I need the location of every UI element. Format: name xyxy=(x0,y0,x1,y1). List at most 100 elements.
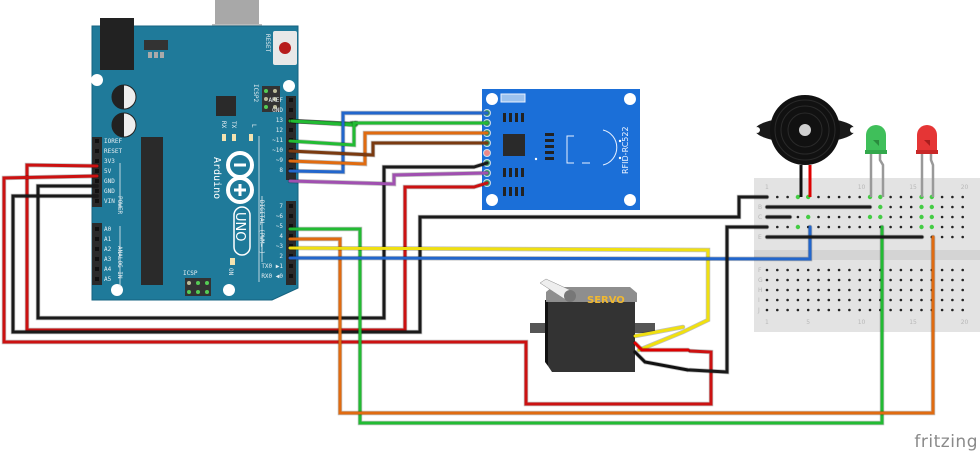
breadboard-hole[interactable] xyxy=(961,268,964,272)
breadboard-hole[interactable] xyxy=(889,195,892,199)
breadboard-hole[interactable] xyxy=(827,225,831,229)
breadboard-hole[interactable] xyxy=(940,235,944,239)
wire-d3-servo[interactable] xyxy=(288,246,710,352)
breadboard-hole[interactable] xyxy=(940,205,944,209)
analog-pin[interactable] xyxy=(95,237,99,241)
breadboard-hole[interactable] xyxy=(951,288,954,292)
wire-d5-greenled[interactable] xyxy=(288,225,884,425)
breadboard-hole[interactable] xyxy=(951,308,954,312)
breadboard-hole[interactable] xyxy=(858,225,861,229)
breadboard-hole[interactable] xyxy=(786,225,789,229)
breadboard-hole[interactable] xyxy=(837,308,841,312)
breadboard-hole[interactable] xyxy=(837,225,841,229)
breadboard-hole[interactable] xyxy=(868,225,872,229)
digital-pin[interactable] xyxy=(289,204,293,208)
breadboard-hole[interactable] xyxy=(837,268,841,272)
wire-d10-sda[interactable] xyxy=(288,111,489,174)
breadboard-hole[interactable] xyxy=(951,195,954,199)
breadboard-hole[interactable] xyxy=(796,308,800,312)
breadboard-hole[interactable] xyxy=(776,225,779,229)
breadboard-hole[interactable] xyxy=(951,235,954,239)
breadboard-hole[interactable] xyxy=(889,308,892,312)
breadboard-hole[interactable] xyxy=(951,268,954,272)
breadboard-hole[interactable] xyxy=(889,225,892,229)
wire-d13-sck[interactable] xyxy=(288,121,489,147)
breadboard-hole[interactable] xyxy=(868,288,872,292)
breadboard-hole[interactable] xyxy=(817,308,820,312)
breadboard-hole[interactable] xyxy=(837,215,841,219)
servo-lead-red[interactable] xyxy=(633,341,690,352)
breadboard-hole[interactable] xyxy=(786,268,789,272)
breadboard-hole[interactable] xyxy=(909,278,913,282)
breadboard-hole[interactable] xyxy=(961,308,964,312)
breadboard-hole[interactable] xyxy=(765,268,769,272)
breadboard-hole[interactable] xyxy=(951,225,954,229)
breadboard-hole[interactable] xyxy=(951,278,954,282)
breadboard-hole[interactable] xyxy=(796,288,800,292)
breadboard-hole[interactable] xyxy=(776,288,779,292)
digital-pin[interactable] xyxy=(289,234,293,238)
breadboard-hole[interactable] xyxy=(806,288,810,292)
breadboard-hole[interactable] xyxy=(951,298,954,302)
breadboard-hole[interactable] xyxy=(848,308,851,312)
breadboard-hole[interactable] xyxy=(889,278,892,282)
analog-pin[interactable] xyxy=(95,277,99,281)
breadboard-hole[interactable] xyxy=(858,268,861,272)
breadboard-hole[interactable] xyxy=(889,205,892,209)
wire-gnd-rfid[interactable] xyxy=(36,161,489,320)
breadboard-hole[interactable] xyxy=(827,215,831,219)
servo-lead-yellow[interactable] xyxy=(633,325,685,338)
breadboard-hole[interactable] xyxy=(858,308,861,312)
power-pin[interactable] xyxy=(95,179,99,183)
breadboard-hole[interactable] xyxy=(786,308,789,312)
breadboard-hole[interactable] xyxy=(817,268,820,272)
breadboard-hole[interactable] xyxy=(920,308,923,312)
breadboard-hole[interactable] xyxy=(899,278,903,282)
breadboard-hole[interactable] xyxy=(889,215,892,219)
breadboard-hole[interactable] xyxy=(776,278,779,282)
breadboard-hole[interactable] xyxy=(848,288,851,292)
wire-d12-miso[interactable] xyxy=(288,141,489,157)
power-pin[interactable] xyxy=(95,199,99,203)
digital-pin[interactable] xyxy=(289,98,293,102)
breadboard-hole[interactable] xyxy=(899,308,903,312)
breadboard-hole[interactable] xyxy=(858,215,861,219)
breadboard-hole[interactable] xyxy=(961,278,964,282)
breadboard-hole[interactable] xyxy=(827,195,831,199)
breadboard-hole[interactable] xyxy=(817,298,820,302)
breadboard-hole[interactable] xyxy=(817,288,820,292)
digital-pin[interactable] xyxy=(289,108,293,112)
breadboard-hole[interactable] xyxy=(765,298,769,302)
breadboard-hole[interactable] xyxy=(909,205,913,209)
breadboard-hole[interactable] xyxy=(776,298,779,302)
breadboard-hole[interactable] xyxy=(940,298,944,302)
breadboard-hole[interactable] xyxy=(806,298,810,302)
digital-pin[interactable] xyxy=(289,244,293,248)
breadboard-hole[interactable] xyxy=(796,215,800,219)
wire-d9-rst[interactable] xyxy=(288,171,489,186)
breadboard-hole[interactable] xyxy=(786,278,789,282)
breadboard-hole[interactable] xyxy=(951,205,954,209)
breadboard-hole[interactable] xyxy=(796,278,800,282)
breadboard-hole[interactable] xyxy=(796,268,800,272)
breadboard-hole[interactable] xyxy=(940,195,944,199)
breadboard-hole[interactable] xyxy=(961,195,964,199)
breadboard-hole[interactable] xyxy=(899,288,903,292)
breadboard-hole[interactable] xyxy=(961,298,964,302)
breadboard-hole[interactable] xyxy=(858,278,861,282)
breadboard-hole[interactable] xyxy=(837,278,841,282)
breadboard-hole[interactable] xyxy=(920,268,923,272)
digital-pin[interactable] xyxy=(289,274,293,278)
breadboard-hole[interactable] xyxy=(899,298,903,302)
breadboard-hole[interactable] xyxy=(848,215,851,219)
breadboard-hole[interactable] xyxy=(909,225,913,229)
breadboard-hole[interactable] xyxy=(940,278,944,282)
breadboard-hole[interactable] xyxy=(899,205,903,209)
breadboard-hole[interactable] xyxy=(920,288,923,292)
breadboard-hole[interactable] xyxy=(806,268,810,272)
breadboard-hole[interactable] xyxy=(889,268,892,272)
breadboard-hole[interactable] xyxy=(776,195,779,199)
breadboard-hole[interactable] xyxy=(827,278,831,282)
wire-d4-redled[interactable] xyxy=(288,235,935,415)
breadboard-hole[interactable] xyxy=(765,278,769,282)
